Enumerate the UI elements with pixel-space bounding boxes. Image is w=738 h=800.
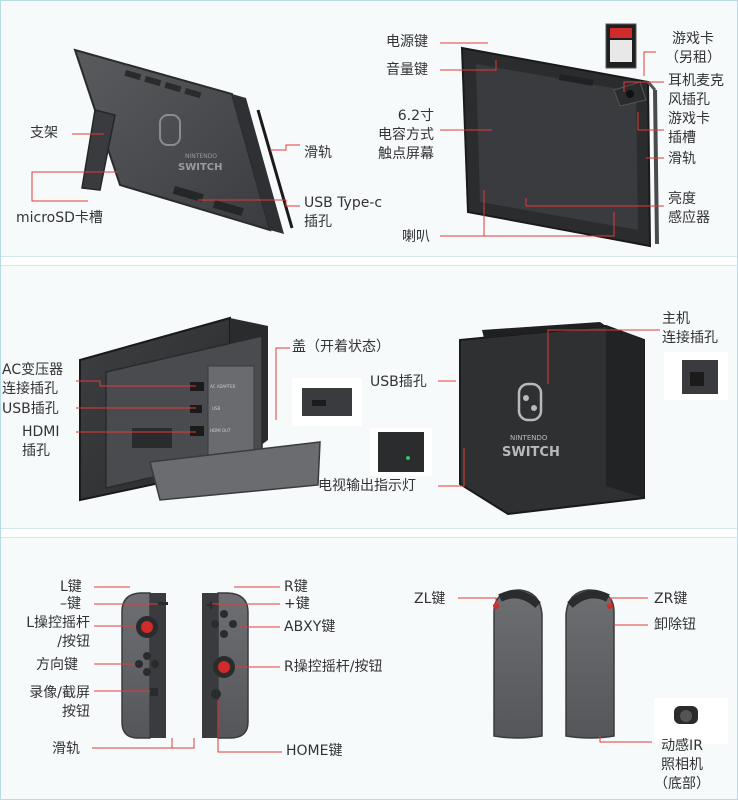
logo-text: NINTENDO	[510, 434, 548, 442]
joycon-right	[202, 592, 249, 739]
label-l-button: L键	[60, 579, 82, 595]
logo-text: SWITCH	[502, 445, 560, 460]
label-r-button: R键	[284, 579, 308, 595]
dock-closed: NINTENDO SWITCH	[459, 322, 728, 516]
label-dpad: 方向键	[36, 657, 78, 673]
label-rail: 滑轨	[304, 145, 332, 161]
console-back: NINTENDO SWITCH	[73, 48, 294, 234]
label-hdmi-port: HDMI 插孔	[22, 424, 60, 459]
label-home-button: HOME键	[286, 743, 343, 759]
label-game-card: 游戏卡 （另租）	[665, 31, 721, 66]
label-plus-button: +键	[284, 596, 310, 612]
label-speaker: 喇叭	[402, 229, 430, 245]
dock-port-text: HDMI OUT	[210, 428, 231, 433]
label-volume-button: 音量键	[386, 62, 428, 78]
label-zr-button: ZR键	[654, 591, 688, 607]
label-usb-typec: USB Type-c 插孔	[304, 195, 383, 230]
section-separator	[1, 528, 737, 538]
joycons-back	[493, 589, 728, 744]
label-rail: 滑轨	[668, 151, 696, 167]
leader-lines	[31, 42, 664, 753]
label-ir-camera: 动感IR 照相机 （底部）	[654, 738, 710, 792]
label-rail: 滑轨	[52, 741, 80, 757]
section-separator	[1, 256, 737, 266]
logo-text: NINTENDO	[185, 153, 217, 160]
label-usb-port: USB插孔	[370, 374, 427, 390]
label-stand: 支架	[30, 125, 58, 141]
label-release-button: 卸除钮	[654, 617, 696, 633]
label-abxy-buttons: ABXY键	[284, 619, 336, 635]
label-microsd-slot: microSD卡槽	[16, 210, 103, 226]
logo-text: SWITCH	[178, 162, 222, 173]
label-cover: 盖（开着状态）	[292, 339, 390, 355]
dock-port-text: USB	[212, 406, 220, 411]
label-headphone-jack: 耳机麦克 风插孔	[668, 73, 724, 108]
dock-open: AC ADAPTER USB HDMI OUT	[79, 316, 432, 502]
label-main-connector: 主机 连接插孔	[662, 311, 718, 346]
label-l-stick: L操控摇杆 /按钮	[26, 615, 90, 650]
label-usb-port: USB插孔	[2, 401, 59, 417]
label-screen: 6.2寸 电容方式 触点屏幕	[378, 108, 434, 162]
dock-port-text: AC ADAPTER	[210, 384, 236, 389]
label-power-button: 电源键	[386, 34, 428, 50]
console-front	[460, 23, 659, 248]
label-capture-button: 录像/截屏 按钮	[29, 685, 90, 720]
label-r-stick: R操控摇杆/按钮	[284, 659, 383, 675]
joycon-left	[121, 592, 168, 739]
label-card-slot: 游戏卡 插槽	[668, 111, 710, 146]
label-brightness-sensor: 亮度 感应器	[668, 191, 710, 226]
label-ac-adapter-port: AC变压器 连接插孔	[2, 362, 64, 397]
label-zl-button: ZL键	[414, 591, 446, 607]
label-minus-button: –键	[60, 596, 81, 612]
label-tv-output-led: 电视输出指示灯	[318, 478, 416, 494]
